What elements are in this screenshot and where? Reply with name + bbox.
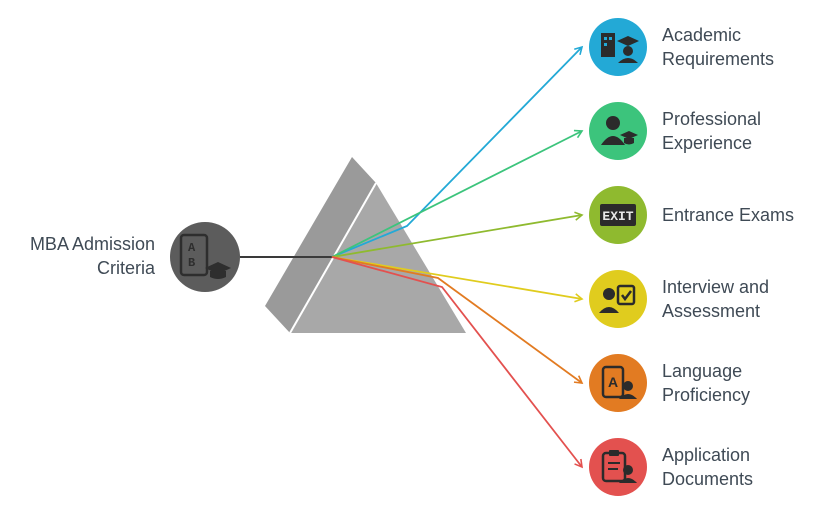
- professional-graduate-icon: [601, 116, 638, 145]
- output-node: [589, 438, 647, 496]
- output-node: A: [589, 354, 647, 412]
- prism-back-face: [265, 157, 376, 333]
- output-label-line: Proficiency: [662, 385, 751, 405]
- output-label-line: Experience: [662, 133, 753, 153]
- svg-text:B: B: [188, 256, 195, 270]
- ray-arrow: [331, 256, 583, 469]
- ray-arrow: [331, 256, 584, 303]
- ab-exam-graduate-icon: AB: [179, 233, 231, 279]
- output-label-line: Requirements: [662, 49, 775, 69]
- language-glyph: A: [608, 374, 618, 390]
- output-label-line: Academic: [662, 25, 742, 45]
- clipboard-document-icon: [601, 450, 637, 483]
- output-node: [589, 270, 647, 328]
- source-label-line: Criteria: [96, 258, 155, 278]
- language-tablet-icon: A: [601, 365, 637, 399]
- source-label-line: MBA Admission: [29, 234, 155, 254]
- source-label: MBA Admission Criteria: [0, 232, 155, 280]
- output-label-line: Assessment: [662, 301, 761, 321]
- exit-sign-icon: EXIT: [600, 204, 636, 226]
- ray-arrow: [331, 256, 584, 384]
- interview-checklist-icon: [599, 284, 636, 313]
- output-label-line: Professional: [662, 109, 762, 129]
- output-label-line: Interview and: [662, 277, 770, 297]
- ray-arrow: [331, 129, 584, 258]
- ray-arrow: [331, 211, 584, 258]
- prism-front-face: [290, 183, 466, 333]
- output-node: [589, 102, 647, 160]
- output-label-line: Entrance Exams: [662, 205, 795, 225]
- output-node: [589, 18, 647, 76]
- source-node: AB: [170, 222, 240, 292]
- output-label: Entrance Exams: [662, 203, 794, 227]
- output-label-line: Application: [662, 445, 751, 465]
- output-node: EXIT: [589, 186, 647, 244]
- exit-sign-text: EXIT: [602, 209, 633, 224]
- svg-text:A: A: [188, 241, 196, 255]
- output-label-line: Language: [662, 361, 743, 381]
- academic-building-graduate-icon: [601, 33, 639, 63]
- ray-arrow: [331, 45, 584, 258]
- output-label-line: Documents: [662, 469, 754, 489]
